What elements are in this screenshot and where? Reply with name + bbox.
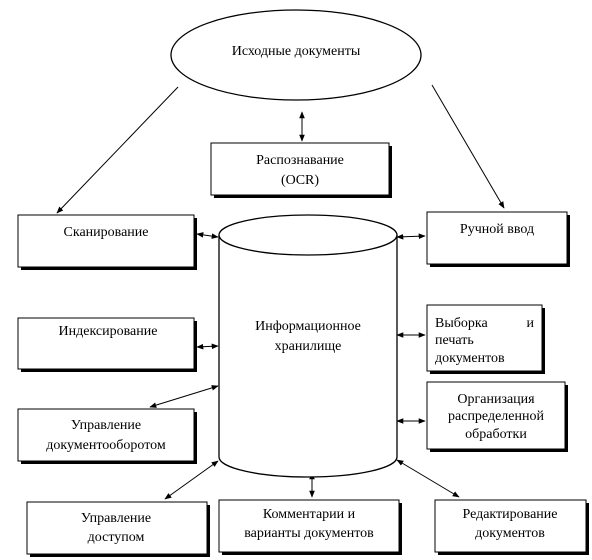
indexing-node: Индексирование [17, 317, 197, 372]
editing-label-line1: Редактирование [462, 507, 557, 522]
editing-node: Редактирование документов [434, 499, 589, 555]
distributed-processing-node: Организация распределенной обработки [426, 381, 568, 452]
selection-label-word2: и [527, 316, 535, 331]
arrow-scanning-storage [196, 232, 219, 239]
scanning-node: Сканирование [17, 214, 197, 270]
document-flow-label-line1: Управление [71, 418, 141, 433]
information-storage-node: Информационное хранилище [218, 214, 398, 478]
recognition-label-line1: Распознавание [256, 153, 344, 168]
access-control-label-line1: Управление [81, 511, 151, 526]
arrow-storage-manual-input [396, 233, 426, 240]
arrow-source-to-scanning [56, 86, 179, 214]
selection-label-word1: Выборка [435, 316, 488, 331]
source-documents-label: Исходные документы [232, 44, 361, 59]
comments-label-line1: Комментарии и [263, 507, 356, 522]
comments-label-line2: варианты документов [244, 526, 374, 541]
arrow-storage-access-control [164, 460, 219, 500]
selection-print-node: Выборка и печать документов [426, 304, 545, 374]
selection-label-line3: документов [435, 351, 505, 366]
scanning-label: Сканирование [64, 225, 149, 240]
manual-input-label: Ручной ввод [460, 222, 534, 237]
distributed-label-line2: распределенной [448, 409, 544, 424]
distributed-label-line1: Организация [457, 392, 535, 407]
document-flow-label-line2: документооборотом [46, 438, 166, 453]
indexing-label: Индексирование [59, 324, 158, 339]
recognition-node: Распознавание (OCR) [210, 142, 392, 198]
selection-label-line2: печать [435, 333, 474, 348]
access-control-label-line2: доступом [88, 530, 145, 545]
comments-variants-node: Комментарии и варианты документов [218, 499, 402, 555]
distributed-label-line3: обработки [465, 427, 527, 442]
recognition-label-line2: (OCR) [281, 173, 319, 188]
editing-label-line2: документов [475, 526, 545, 541]
storage-label-line2: хранилище [275, 339, 342, 354]
arrow-source-to-manual-input [431, 84, 505, 209]
document-flow-node: Управление документооборотом [17, 408, 197, 464]
access-control-node: Управление доступом [26, 501, 210, 557]
arrow-indexing-storage [196, 343, 219, 350]
manual-input-node: Ручной ввод [426, 211, 570, 267]
source-documents-node: Исходные документы [170, 9, 422, 101]
arrow-storage-document-flow [149, 385, 219, 408]
storage-label-line1: Информационное [255, 319, 361, 334]
arrow-storage-editing [396, 459, 460, 498]
